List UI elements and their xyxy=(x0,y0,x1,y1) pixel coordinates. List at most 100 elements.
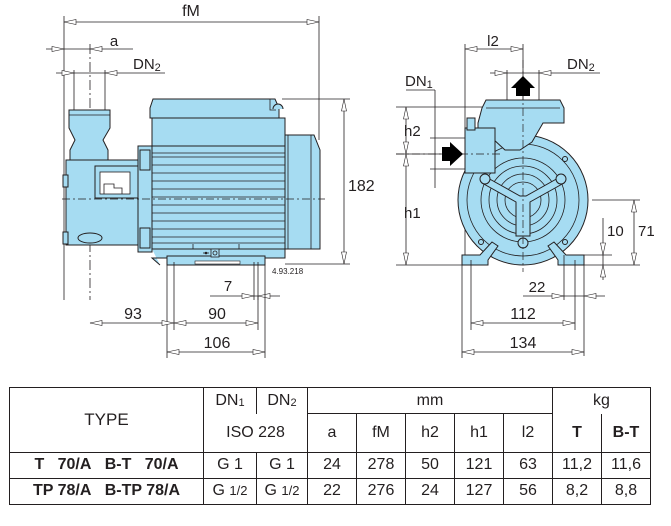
h1-label: h1 xyxy=(404,205,421,222)
fan-cover xyxy=(284,134,321,250)
arrow-icon xyxy=(510,46,524,52)
arrow-icon xyxy=(306,19,320,25)
l2-label: l2 xyxy=(487,33,499,50)
table-row: TP 78/A B-TP 78/A G 1/2 G 1/2 22 276 24 … xyxy=(9,477,651,505)
pump-dimension-drawing: fM a DN2 xyxy=(46,3,655,358)
spec-table: TYPE DN1 DN2 mm kg ISO 228 a fM h2 h1 l2… xyxy=(9,387,651,505)
arrow-icon xyxy=(403,153,409,167)
table-row: T 70/A B-T 70/A G 1 G 1 24 278 50 121 63… xyxy=(9,451,651,479)
dim-106-label: 106 xyxy=(204,335,231,352)
fM-label: fM xyxy=(182,3,200,20)
arrow-icon xyxy=(571,349,585,355)
arrow-icon xyxy=(104,70,118,76)
arrow-icon xyxy=(538,70,552,76)
arrow-icon xyxy=(631,199,637,213)
col-a: a xyxy=(307,413,357,453)
dim-90-label: 90 xyxy=(208,306,226,323)
dn2-header: DN2 xyxy=(256,387,308,414)
arrow-icon xyxy=(600,264,606,278)
col-kg-T: T xyxy=(552,413,602,453)
motor-body xyxy=(151,145,286,250)
kg-BT-cell: 11,6 xyxy=(601,451,651,479)
arrow-icon xyxy=(494,70,508,76)
dim-134-label: 134 xyxy=(510,335,537,352)
dn1-header: DN1 xyxy=(203,387,257,414)
arrow-icon xyxy=(403,252,409,266)
height-182-label: 182 xyxy=(348,178,375,195)
pump-outlet xyxy=(68,109,111,161)
terminal-box xyxy=(151,117,286,147)
arrow-icon xyxy=(403,106,409,120)
arrow-icon xyxy=(252,349,266,355)
l2-cell: 56 xyxy=(503,477,553,505)
col-l2: l2 xyxy=(503,413,553,453)
dn1-cell: G 1 xyxy=(203,451,257,479)
arrow-icon xyxy=(161,320,175,326)
h2-label: h2 xyxy=(404,123,421,140)
drain-plug xyxy=(77,232,103,244)
DN1-label: DN1 xyxy=(405,73,433,91)
arrow-icon xyxy=(63,19,77,25)
mm-header: mm xyxy=(307,387,553,414)
col-fM: fM xyxy=(356,413,406,453)
fM-cell: 278 xyxy=(356,451,406,479)
ground-symbol-icon xyxy=(203,248,220,258)
arrow-icon xyxy=(470,320,484,326)
arrow-icon xyxy=(403,141,409,155)
arrow-icon xyxy=(61,70,75,76)
kg-T-cell: 8,2 xyxy=(552,477,602,505)
col-h1: h1 xyxy=(454,413,504,453)
arrow-icon xyxy=(89,320,103,326)
arrow-icon xyxy=(631,252,637,266)
type-cell: TP 78/A B-TP 78/A xyxy=(9,477,204,505)
kg-T-cell: 11,2 xyxy=(552,451,602,479)
arrow-icon xyxy=(464,46,478,52)
arrow-icon xyxy=(600,242,606,256)
foot-right xyxy=(547,241,585,266)
arrow-icon xyxy=(257,293,271,299)
cooling-fins xyxy=(152,152,285,244)
dim-112-label: 112 xyxy=(510,306,536,323)
fM-cell: 276 xyxy=(356,477,406,505)
col-kg-BT: B-T xyxy=(601,413,651,453)
front-view: l2 DN2 DN1 h2 h1 xyxy=(396,33,655,358)
kg-header: kg xyxy=(552,387,651,414)
iso-label: ISO 228 xyxy=(203,413,308,453)
arrow-icon xyxy=(583,293,597,299)
reference-code: 4.93.218 xyxy=(272,267,304,276)
arrow-icon xyxy=(341,98,347,112)
type-cell: T 70/A B-T 70/A xyxy=(9,451,204,479)
arrow-icon xyxy=(341,251,347,265)
a-cell: 22 xyxy=(307,477,357,505)
h1-cell: 121 xyxy=(454,451,504,479)
dn2-cell: G 1 xyxy=(256,451,308,479)
arrow-icon xyxy=(51,46,65,52)
dim-22-label: 22 xyxy=(529,279,546,296)
inlet-flow-arrow-icon xyxy=(442,142,463,166)
arrow-icon xyxy=(551,293,565,299)
arrow-icon xyxy=(562,320,576,326)
terminal-box-lid xyxy=(149,98,280,119)
DN2-label: DN2 xyxy=(133,56,161,74)
dn2-cell: G 1/2 xyxy=(256,477,308,505)
inlet-body xyxy=(464,127,496,174)
side-view: fM a DN2 xyxy=(46,3,375,358)
arrow-icon xyxy=(166,349,180,355)
arrow-icon xyxy=(461,349,475,355)
col-h2: h2 xyxy=(405,413,455,453)
dim-10-label: 10 xyxy=(607,223,624,240)
a-cell: 24 xyxy=(307,451,357,479)
dn1-cell: G 1/2 xyxy=(203,477,257,505)
h2-cell: 24 xyxy=(405,477,455,505)
h2-cell: 50 xyxy=(405,451,455,479)
a-label: a xyxy=(110,33,119,50)
dim-7-label: 7 xyxy=(224,278,232,295)
arrow-icon xyxy=(173,320,187,326)
foot-left xyxy=(461,241,499,266)
h1-cell: 127 xyxy=(454,477,504,505)
front-DN2-label: DN2 xyxy=(567,56,595,74)
arrow-icon xyxy=(245,320,259,326)
dim-71-label: 71 xyxy=(638,223,655,240)
outlet-flow-arrow-icon xyxy=(511,76,535,96)
dim-93-label: 93 xyxy=(124,306,142,323)
